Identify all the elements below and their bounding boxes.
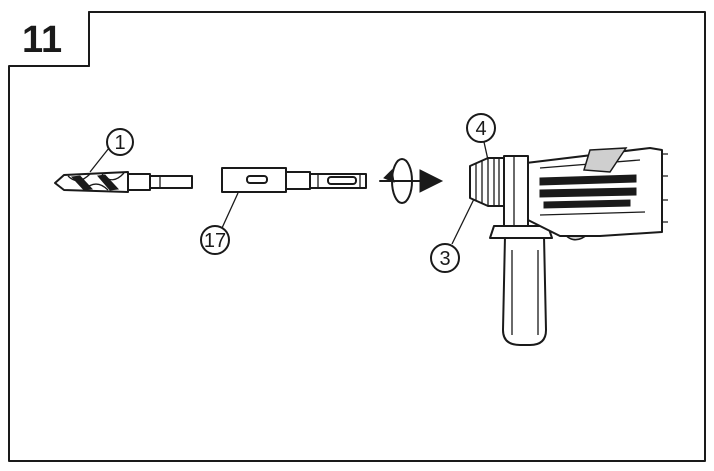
callout-circle-chuck-ring [466,113,496,143]
step-number: 11 [22,19,62,61]
insert-arrow-icon [379,169,444,193]
adapter [221,167,367,193]
callout-leader-drill-bit [89,147,110,173]
callout-leader-adapter [221,192,239,229]
callout-label-drill-bit: 1 [114,132,125,154]
callout-label-chuck-ring: 4 [475,118,486,140]
callout-leader-chuck-sleeve [451,198,475,245]
callout-label-chuck-sleeve: 3 [439,248,450,270]
callout-circle-drill-bit [106,128,134,156]
callout-circle-chuck-sleeve [430,243,460,273]
callout-leader-chuck-ring [483,141,489,161]
drill-bit [54,171,193,193]
callout-circle-adapter [200,225,230,255]
hammer-drill [469,147,668,346]
callout-label-adapter: 17 [204,230,226,252]
